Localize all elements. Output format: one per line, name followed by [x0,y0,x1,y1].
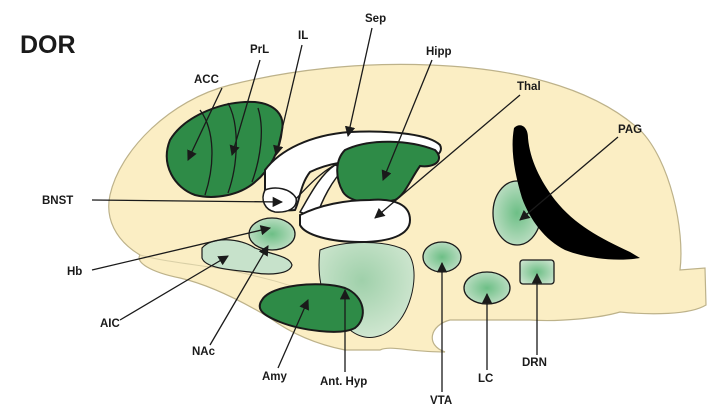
brain-outline [109,64,706,352]
label-hb: Hb [67,266,82,278]
label-aic: AIC [100,318,120,330]
label-pag: PAG [618,124,642,136]
label-il: IL [298,30,308,42]
label-drn: DRN [522,357,547,369]
label-thal: Thal [517,81,541,93]
label-amy: Amy [262,371,288,383]
figure-title: DOR [20,31,76,59]
label-vta: VTA [430,395,452,407]
amygdala-region [260,284,363,332]
label-nac: NAc [192,346,216,358]
label-sep: Sep [365,13,386,25]
label-acc: ACC [194,74,219,86]
label-prl: PrL [250,44,269,56]
label-bnst: BNST [42,195,73,207]
label-lc: LC [478,373,493,385]
nac-region [249,218,295,250]
label-hipp: Hipp [426,46,452,58]
label-ant-hyp: Ant. Hyp [320,376,367,388]
